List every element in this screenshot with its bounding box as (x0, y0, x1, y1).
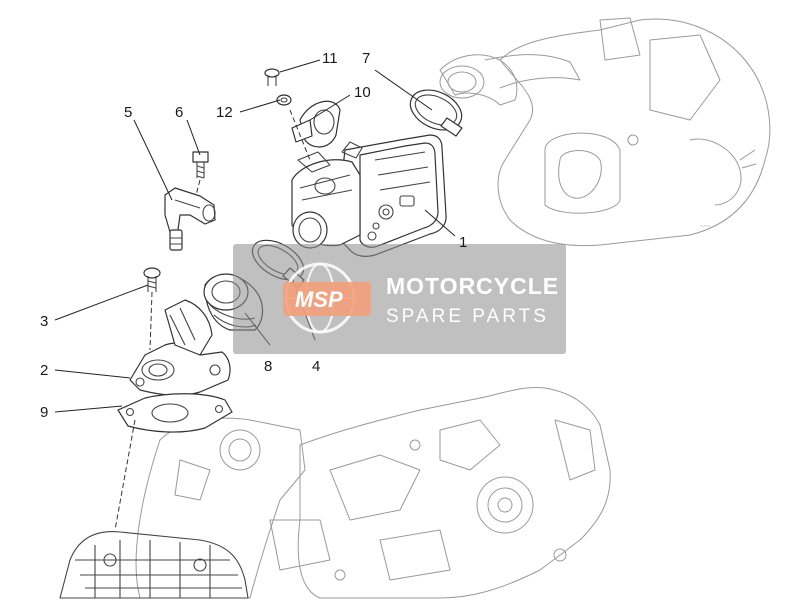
svg-text:~~~: ~~~ (700, 224, 711, 230)
part-label-12: 12 (216, 104, 233, 121)
hose-clamp-7 (409, 89, 463, 137)
part-label-3: 3 (40, 313, 48, 330)
part-number-labels: 1 2 3 4 5 6 7 8 9 10 11 12 (40, 50, 467, 421)
air-filter-housing: ~~~ (439, 17, 771, 247)
part-label-8: 8 (264, 358, 272, 375)
part-label-6: 6 (175, 104, 183, 121)
screw-6 (192, 151, 209, 179)
engine-crankcase (135, 386, 611, 599)
watermark-logo: MSP (295, 287, 343, 312)
watermark-logo-badge (283, 282, 371, 316)
part-label-2: 2 (40, 362, 48, 379)
cylinder-head (59, 531, 249, 599)
part-label-5: 5 (124, 104, 132, 121)
inlet-flange-2 (129, 299, 231, 396)
fuel-injector-5 (164, 187, 216, 251)
part-label-1: 1 (459, 234, 467, 251)
screw-3 (143, 267, 161, 292)
watermark-box (233, 244, 566, 354)
watermark-subtitle: SPARE PARTS (386, 306, 549, 327)
part-label-11: 11 (322, 50, 338, 67)
watermark-title: MOTORCYCLE (386, 273, 559, 299)
screw-11 (264, 68, 280, 86)
washer-12 (276, 94, 292, 106)
watermark: MSP MOTORCYCLE SPARE PARTS (233, 244, 566, 354)
part-label-10: 10 (354, 84, 371, 101)
part-label-9: 9 (40, 404, 48, 421)
part-label-4: 4 (312, 358, 320, 375)
assembly-axes (114, 109, 311, 531)
part-label-7: 7 (362, 50, 370, 67)
bracket-10 (291, 100, 341, 148)
gasket-9 (117, 393, 233, 433)
throttle-body (291, 134, 447, 257)
